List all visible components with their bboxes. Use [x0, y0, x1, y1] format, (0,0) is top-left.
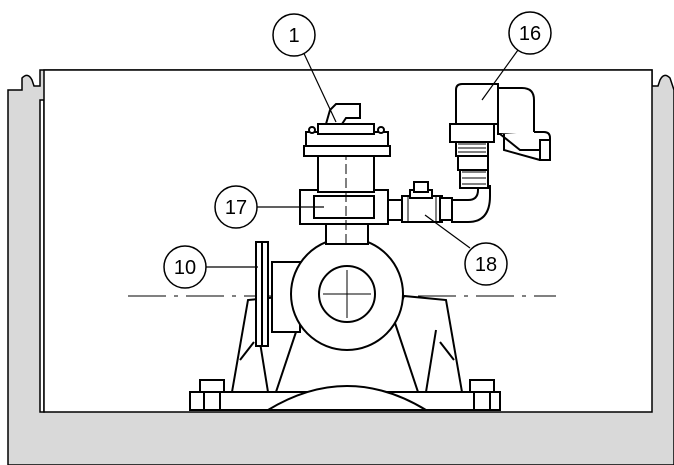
ball-valve — [387, 181, 453, 223]
leader-18 — [424, 214, 471, 249]
leader-lines — [205, 44, 519, 268]
leader-1 — [299, 44, 337, 123]
callout-10-label: 10 — [174, 257, 196, 279]
callout-17: 17 — [214, 185, 258, 229]
pump-pedestal — [189, 294, 501, 411]
coupling-guard — [255, 241, 269, 347]
callout-1: 1 — [272, 13, 316, 57]
callout-16-label: 16 — [519, 23, 541, 45]
callout-1-label: 1 — [288, 25, 299, 47]
leader-16 — [481, 49, 519, 101]
pump-volute — [271, 237, 404, 351]
vent-device — [449, 83, 551, 161]
riser-pipe — [451, 155, 491, 223]
callout-18-label: 18 — [475, 254, 497, 276]
callout-17-label: 17 — [225, 197, 247, 219]
callout-10: 10 — [163, 245, 207, 289]
callout-16: 16 — [508, 11, 552, 55]
callout-18: 18 — [464, 242, 508, 286]
